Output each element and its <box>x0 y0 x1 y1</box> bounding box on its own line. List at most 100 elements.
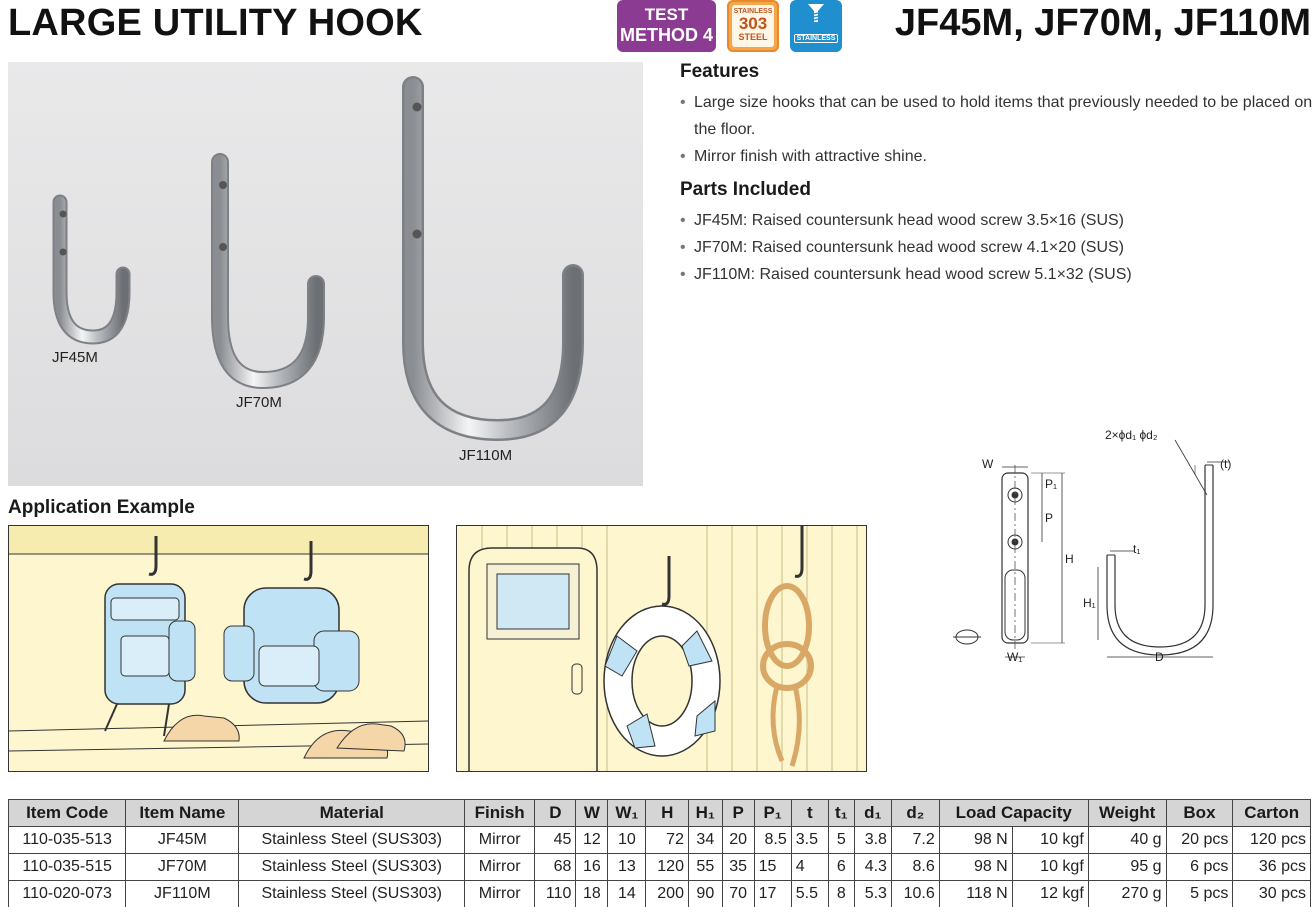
cell-h: 120 <box>645 853 689 881</box>
cell-item-code: 110-035-515 <box>7 853 127 881</box>
cell-d: 110 <box>534 880 577 907</box>
col-p1: P₁ <box>753 799 792 827</box>
col-h1: H₁ <box>687 799 723 827</box>
cell-material: Stainless Steel (SUS303) <box>238 880 466 907</box>
cell-p1: 8.5 <box>753 826 792 854</box>
jf45m-hook-image <box>52 194 131 345</box>
application-illustration-lifebuoy-rope <box>456 525 867 772</box>
part-item: JF110M: Raised countersunk head wood scr… <box>680 261 1315 288</box>
label-jf110m: JF110M <box>459 447 513 464</box>
col-d1: d₁ <box>853 799 892 827</box>
col-w: W <box>575 799 609 827</box>
cell-p: 20 <box>721 826 755 854</box>
stainless-badge: STAINLESS <box>790 0 842 52</box>
dim-label-p1: P₁ <box>1045 477 1057 491</box>
cell-item-name: JF110M <box>125 880 240 907</box>
stainless-303-badge: STAINLESS 303 STEEL <box>727 0 779 52</box>
badge-steel-top: STAINLESS <box>733 8 773 15</box>
cell-box: 6 pcs <box>1165 853 1234 881</box>
cell-item-code: 110-020-073 <box>7 880 127 907</box>
cell-w1: 10 <box>607 826 647 854</box>
model-numbers: JF45M, JF70M, JF110M <box>894 2 1311 44</box>
cell-d1: 3.8 <box>853 826 892 854</box>
cell-h: 200 <box>645 880 689 907</box>
dim-label-holes: 2×ϕd₁ ϕd₂ <box>1105 428 1158 442</box>
badge-steel-bottom: STEEL <box>738 32 768 42</box>
jf70m-hook-image <box>211 153 325 390</box>
cell-carton: 36 pcs <box>1232 853 1311 881</box>
cell-d2: 7.2 <box>890 826 940 854</box>
cell-h1: 55 <box>687 853 723 881</box>
table-row: 110-020-073 JF110M Stainless Steel (SUS3… <box>7 880 1311 907</box>
dim-label-w1: W₁ <box>1007 650 1022 664</box>
col-d: D <box>534 799 577 827</box>
test-method-badge: TEST METHOD 4 <box>617 0 716 52</box>
cell-h: 72 <box>645 826 689 854</box>
cell-material: Stainless Steel (SUS303) <box>238 826 466 854</box>
cell-weight: 40 g <box>1087 826 1167 854</box>
cell-w1: 13 <box>607 853 647 881</box>
cell-material: Stainless Steel (SUS303) <box>238 853 466 881</box>
col-finish: Finish <box>464 799 536 827</box>
col-d2: d₂ <box>890 799 940 827</box>
dim-label-p: P <box>1045 511 1053 525</box>
col-load-capacity: Load Capacity <box>938 799 1089 827</box>
jf110m-hook-image <box>402 76 584 442</box>
cell-w1: 14 <box>607 880 647 907</box>
cell-carton: 30 pcs <box>1232 880 1311 907</box>
cell-p1: 17 <box>753 880 792 907</box>
cell-d: 68 <box>534 853 577 881</box>
product-photo: JF45M JF70M JF110M <box>8 62 643 486</box>
cell-finish: Mirror <box>464 853 536 881</box>
parts-heading: Parts Included <box>680 179 811 200</box>
cell-w: 18 <box>575 880 609 907</box>
cell-load-n: 118 N <box>938 880 1013 907</box>
cell-t: 4 <box>790 853 829 881</box>
col-item-code: Item Code <box>7 799 127 827</box>
part-item: JF45M: Raised countersunk head wood scre… <box>680 207 1315 234</box>
cell-item-name: JF45M <box>125 826 240 854</box>
table-row: 110-035-515 JF70M Stainless Steel (SUS30… <box>7 853 1311 881</box>
col-box: Box <box>1165 799 1234 827</box>
cell-t1: 6 <box>827 853 855 881</box>
dim-label-h1: H₁ <box>1083 596 1096 610</box>
cell-p: 35 <box>721 853 755 881</box>
cell-weight: 95 g <box>1087 853 1167 881</box>
col-weight: Weight <box>1087 799 1167 827</box>
cell-weight: 270 g <box>1087 880 1167 907</box>
cell-d1: 4.3 <box>853 853 892 881</box>
table-row: 110-035-513 JF45M Stainless Steel (SUS30… <box>7 826 1311 854</box>
cell-load-kgf: 12 kgf <box>1011 880 1089 907</box>
cell-h1: 90 <box>687 880 723 907</box>
cell-finish: Mirror <box>464 826 536 854</box>
part-item: JF70M: Raised countersunk head wood scre… <box>680 234 1315 261</box>
cell-w: 16 <box>575 853 609 881</box>
label-jf45m: JF45M <box>52 349 98 366</box>
features-heading: Features <box>680 61 760 82</box>
badge-stainless-label: STAINLESS <box>794 34 838 43</box>
dim-label-t: (t) <box>1220 457 1231 471</box>
badge-steel-number: 303 <box>738 14 768 33</box>
screw-icon <box>790 0 842 34</box>
dim-label-h: H <box>1065 552 1074 566</box>
cell-d2: 10.6 <box>890 880 940 907</box>
col-t: t <box>790 799 829 827</box>
cell-load-kgf: 10 kgf <box>1011 853 1089 881</box>
col-carton: Carton <box>1232 799 1311 827</box>
dim-label-d: D <box>1155 650 1164 664</box>
col-material: Material <box>238 799 466 827</box>
features-list: Large size hooks that can be used to hol… <box>680 89 1315 170</box>
dim-label-w: W <box>982 457 994 471</box>
cell-box: 20 pcs <box>1165 826 1234 854</box>
col-item-name: Item Name <box>125 799 240 827</box>
badge-test-line2: METHOD 4 <box>619 25 713 45</box>
cell-t1: 5 <box>827 826 855 854</box>
cell-box: 5 pcs <box>1165 880 1234 907</box>
table-header-row: Item Code Item Name Material Finish D W … <box>7 799 1311 827</box>
cell-d2: 8.6 <box>890 853 940 881</box>
col-h: H <box>645 799 689 827</box>
cell-item-code: 110-035-513 <box>7 826 127 854</box>
cell-h1: 34 <box>687 826 723 854</box>
badge-test-line1: TEST <box>644 5 689 24</box>
col-p: P <box>721 799 755 827</box>
